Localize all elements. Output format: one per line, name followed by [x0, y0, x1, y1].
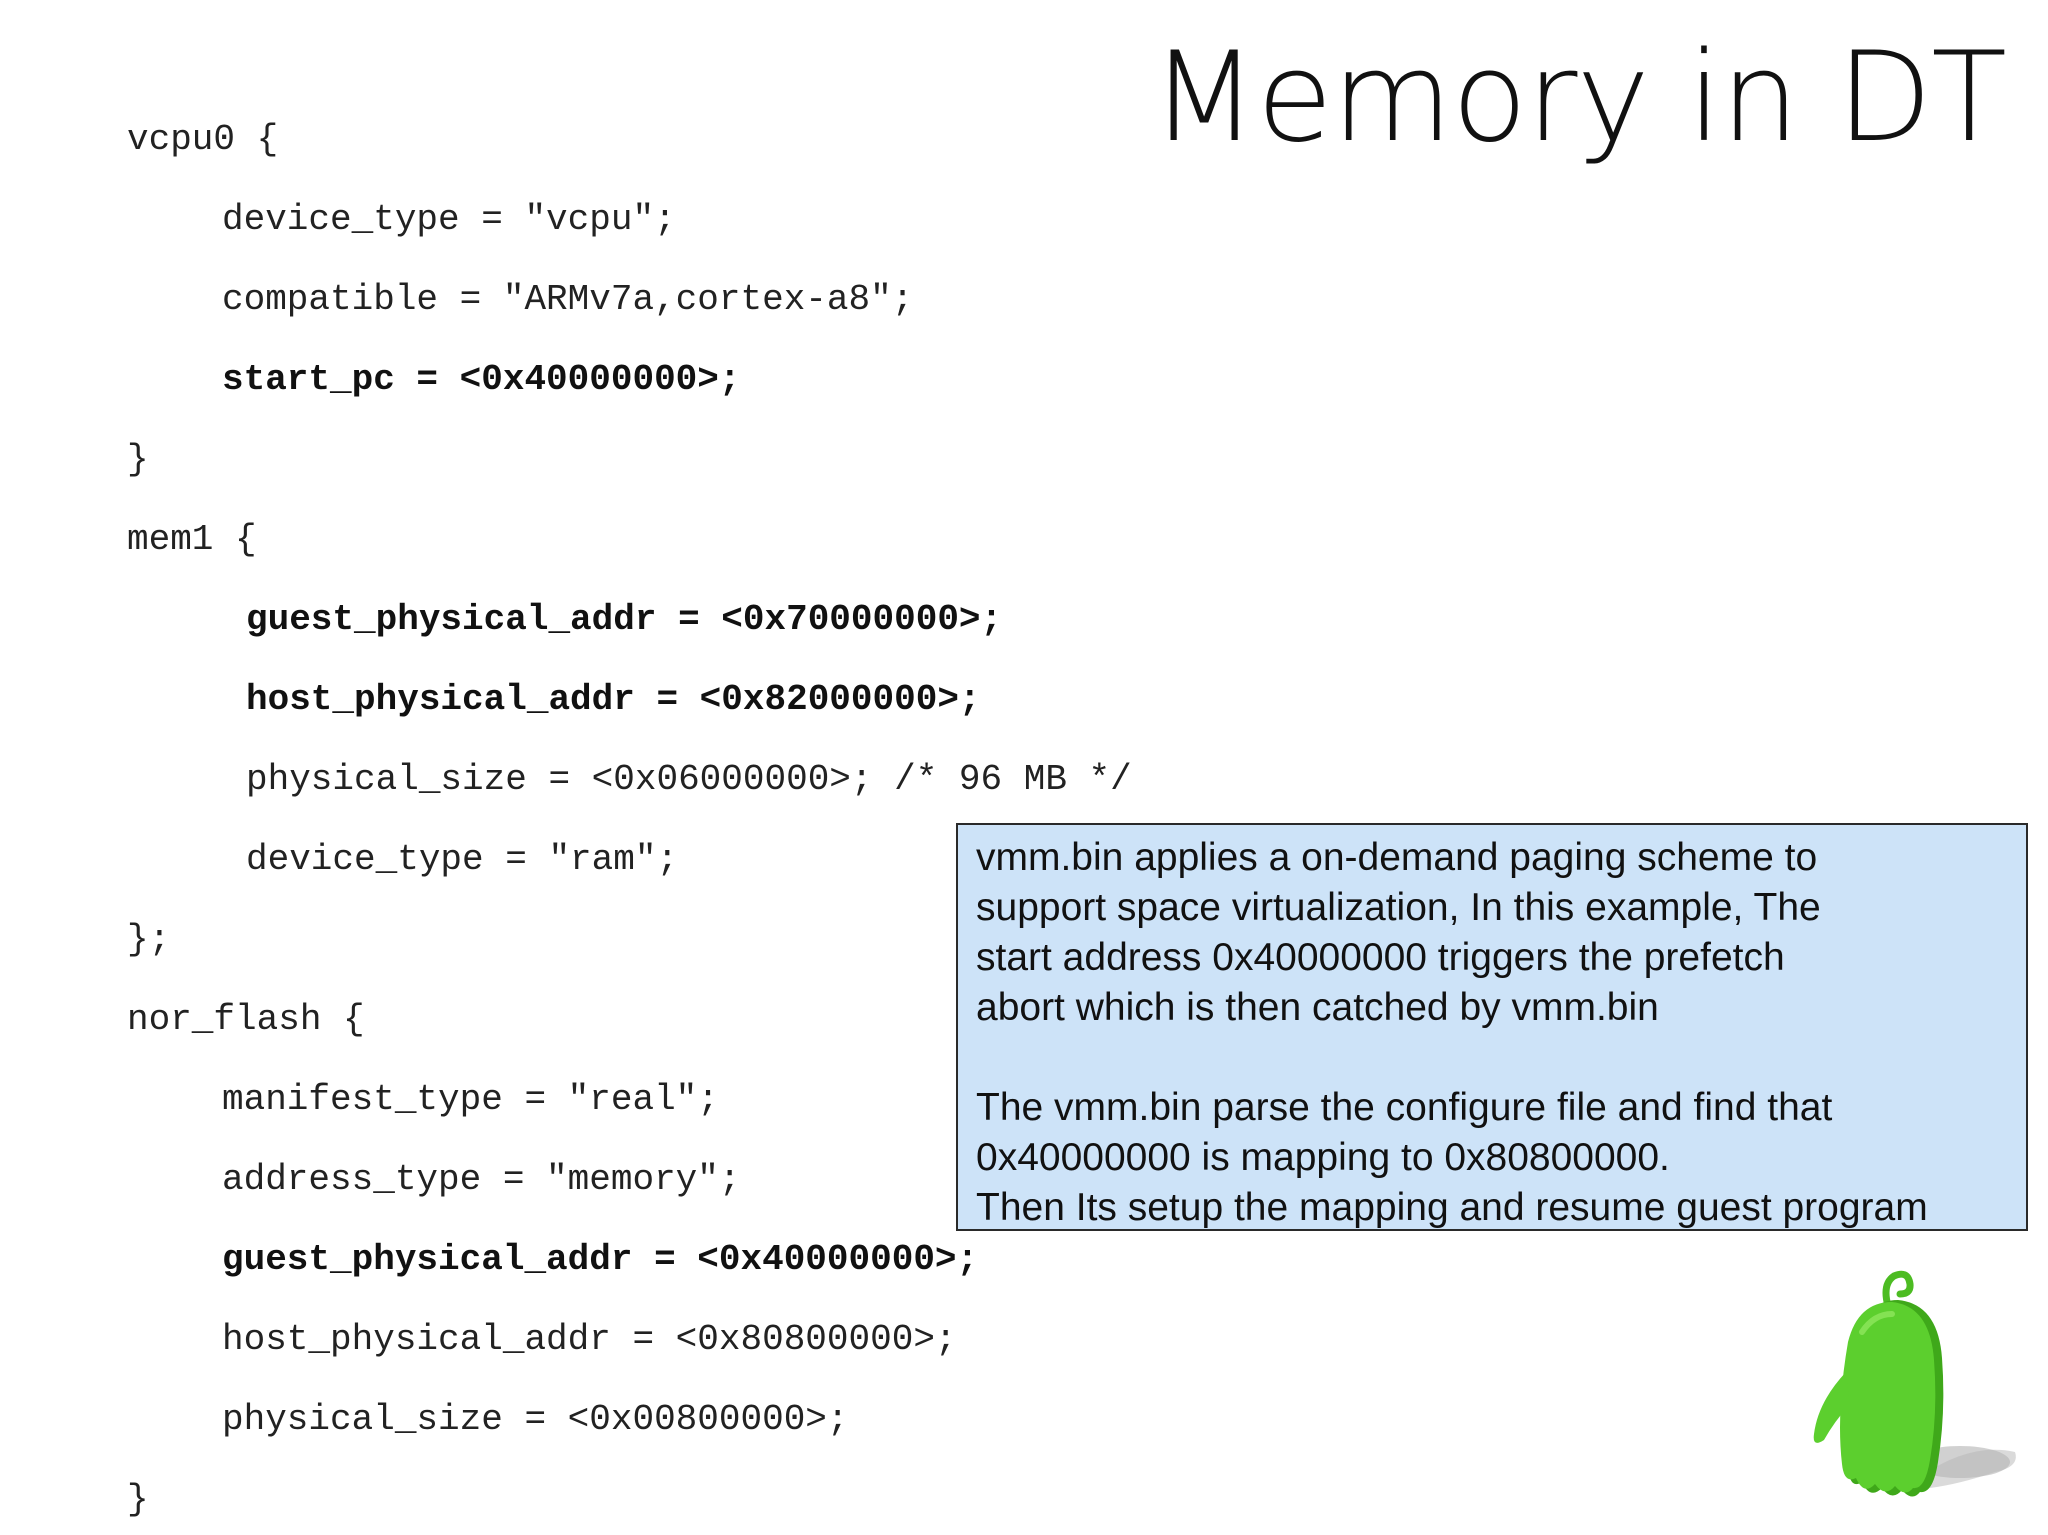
- code-line: vcpu0 {: [127, 119, 279, 160]
- code-line: physical_size = <0x06000000>; /* 96 MB *…: [246, 759, 1132, 800]
- code-line: device_type = "vcpu";: [222, 199, 676, 240]
- callout-line: The vmm.bin parse the configure file and…: [976, 1086, 1833, 1129]
- code-line: manifest_type = "real";: [222, 1079, 719, 1120]
- code-line: physical_size = <0x00800000>;: [222, 1399, 849, 1440]
- callout-line: 0x40000000 is mapping to 0x80800000.: [976, 1136, 1670, 1179]
- code-line: device_type = "ram";: [246, 839, 679, 880]
- code-line: mem1 {: [127, 519, 257, 560]
- callout-line: start address 0x40000000 triggers the pr…: [976, 936, 1785, 979]
- callout-line: Then Its setup the mapping and resume gu…: [976, 1186, 1928, 1229]
- explanation-callout: vmm.bin applies a on-demand paging schem…: [956, 823, 2028, 1231]
- callout-line: vmm.bin applies a on-demand paging schem…: [976, 836, 1818, 879]
- code-line: }: [127, 1479, 149, 1520]
- green-ghost-mascot-icon: [1813, 1270, 2016, 1497]
- code-line-highlighted: host_physical_addr = <0x82000000>;: [246, 679, 981, 720]
- code-line: host_physical_addr = <0x80800000>;: [222, 1319, 957, 1360]
- code-line: address_type = "memory";: [222, 1159, 741, 1200]
- code-line-highlighted: guest_physical_addr = <0x40000000>;: [222, 1239, 979, 1280]
- code-line-highlighted: guest_physical_addr = <0x70000000>;: [246, 599, 1003, 640]
- code-line: }: [127, 439, 149, 480]
- code-line-highlighted: start_pc = <0x40000000>;: [222, 359, 741, 400]
- slide-title: Memory in DT: [1150, 26, 2007, 170]
- callout-line: abort which is then catched by vmm.bin: [976, 986, 1659, 1029]
- callout-line: support space virtualization, In this ex…: [976, 886, 1821, 929]
- callout-spacer: [976, 1033, 2010, 1083]
- code-line: nor_flash {: [127, 999, 365, 1040]
- code-line: };: [127, 919, 171, 960]
- code-line: compatible = "ARMv7a,cortex-a8";: [222, 279, 914, 320]
